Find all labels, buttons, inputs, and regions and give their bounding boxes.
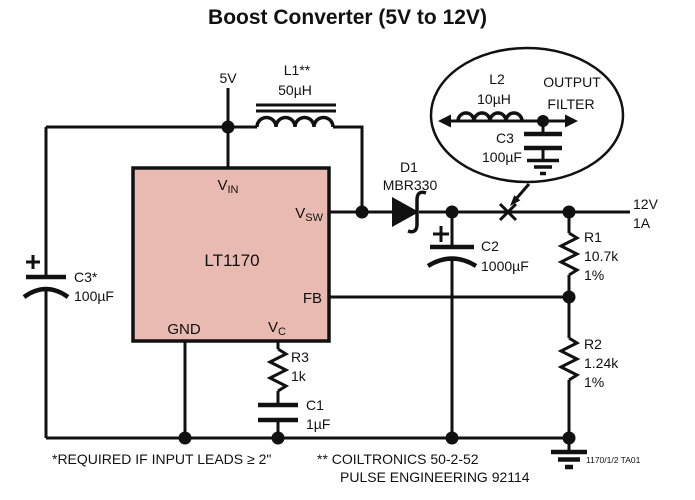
c3-filter-ground xyxy=(527,158,559,176)
l2-inductor-coil xyxy=(456,111,524,122)
ic-pin-label-vc: VC xyxy=(268,319,286,338)
junction-dot xyxy=(271,431,285,445)
c1-ref-label: C1 xyxy=(306,397,324,413)
output-current-label: 1A xyxy=(633,215,651,231)
callout-arrow-line xyxy=(514,183,531,200)
d1-value-label: MBR330 xyxy=(383,177,438,193)
output-filter-callout-bubble xyxy=(429,46,625,184)
callout-arrowhead xyxy=(510,195,521,206)
junction-dot xyxy=(562,290,576,304)
ic-part-number: LT1170 xyxy=(204,251,259,270)
junction-dot xyxy=(445,205,459,219)
l1-core-bars xyxy=(256,103,336,113)
d1-schottky-cathode xyxy=(407,190,427,234)
r2-value-label: 1.24k xyxy=(584,355,619,371)
ic-pin-label-fb: FB xyxy=(303,290,322,307)
r3-resistor-zigzag xyxy=(266,347,290,393)
l1-ref-label: L1** xyxy=(284,62,311,78)
ic-pin-label-vsw: VSW xyxy=(295,205,323,224)
junction-dots xyxy=(178,115,576,445)
r1-value-label: 10.7k xyxy=(584,248,619,264)
footnote-required-input-leads: *REQUIRED IF INPUT LEADS ≥ 2" xyxy=(52,451,271,467)
doc-reference: 1170/1/2 TA01 xyxy=(586,455,641,465)
r1-ref-label: R1 xyxy=(584,229,602,245)
filter-tap-x-mark xyxy=(498,202,518,222)
r3-value-label: 1k xyxy=(291,368,307,384)
junction-dot xyxy=(445,431,459,445)
c1-plates xyxy=(258,402,298,423)
output-voltage-label: 12V xyxy=(633,196,659,212)
l2-left-arrowhead xyxy=(438,114,451,128)
r2-ref-label: R2 xyxy=(584,336,602,352)
ic-pin-label-vin: VIN xyxy=(217,177,238,196)
c3-filter-ref-label: C3 xyxy=(496,130,514,146)
l2-value-label: 10µH xyxy=(477,91,511,107)
c2-value-label: 1000µF xyxy=(481,258,529,274)
c2-ref-label: C2 xyxy=(481,238,499,254)
r2-resistor-zigzag xyxy=(557,336,581,382)
page-title: Boost Converter (5V to 12V) xyxy=(208,6,487,29)
c3-input-plus-sign xyxy=(26,255,40,269)
junction-dot xyxy=(537,115,549,127)
r2-tolerance-label: 1% xyxy=(584,374,604,390)
ground-symbol xyxy=(551,449,587,470)
c3-input-ref-label: C3* xyxy=(74,269,98,285)
junction-dot xyxy=(562,431,576,445)
d1-diode-triangle xyxy=(392,197,419,227)
c3-filter-plates xyxy=(524,131,562,151)
l1-value-label: 50µH xyxy=(278,82,312,98)
c1-value-label: 1µF xyxy=(306,416,330,432)
r1-resistor-zigzag xyxy=(557,231,581,277)
r3-ref-label: R3 xyxy=(291,349,309,365)
l2-ref-label: L2 xyxy=(489,71,505,87)
input-voltage-label: 5V xyxy=(219,70,237,86)
d1-ref-label: D1 xyxy=(400,159,418,175)
junction-dot xyxy=(355,205,369,219)
c3-input-bottom-plate xyxy=(22,286,70,299)
footnote-coiltronics: ** COILTRONICS 50-2-52 xyxy=(317,451,479,467)
ic-pin-label-gnd: GND xyxy=(167,321,201,338)
junction-dot xyxy=(221,120,235,134)
r1-tolerance-label: 1% xyxy=(584,267,604,283)
footnote-pulse-engineering: PULSE ENGINEERING 92114 xyxy=(340,469,530,485)
output-filter-caption-line2: FILTER xyxy=(547,96,594,112)
c2-plus-sign xyxy=(433,226,449,242)
c3-input-value-label: 100µF xyxy=(74,288,114,304)
l1-inductor-coil xyxy=(255,115,335,128)
c3-filter-value-label: 100µF xyxy=(482,149,522,165)
junction-dot xyxy=(178,431,192,445)
l2-right-arrowhead xyxy=(565,114,578,128)
output-filter-caption-line1: OUTPUT xyxy=(543,74,601,90)
c2-bottom-plate xyxy=(426,256,478,268)
ic-body xyxy=(131,166,331,343)
junction-dot xyxy=(562,205,576,219)
